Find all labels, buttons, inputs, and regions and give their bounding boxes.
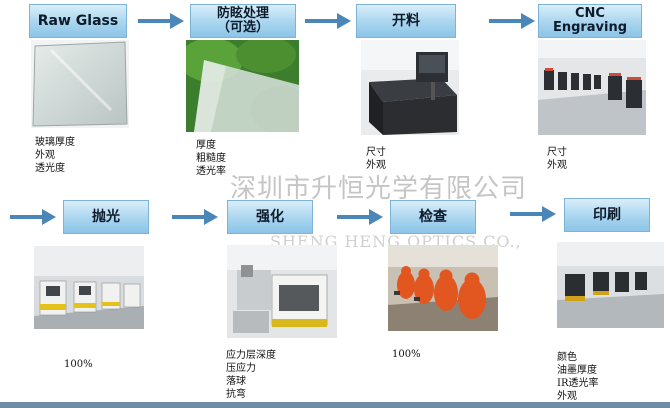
- step-antiglare-header: 防眩处理 （可选）: [190, 4, 296, 38]
- step-polishing-title: 抛光: [92, 208, 120, 225]
- step-raw-glass-title: Raw Glass: [37, 12, 119, 29]
- step-strengthening-header: 强化: [227, 200, 313, 234]
- step-raw-glass-header: Raw Glass: [29, 4, 127, 38]
- step-cnc-notes: 尺寸 外观: [547, 146, 567, 172]
- note-item: IR透光率: [557, 378, 599, 389]
- step-cnc-header: CNC Engraving: [538, 4, 642, 38]
- step-inspection-header: 检查: [390, 200, 476, 234]
- raw-glass-photo: [31, 40, 129, 128]
- step-antiglare-title: 防眩处理: [216, 6, 269, 22]
- step-printing-title: 印刷: [593, 206, 621, 223]
- arrow-right-icon: [337, 209, 383, 225]
- note-item: 落球: [226, 376, 246, 387]
- arrow-right-icon: [172, 209, 218, 225]
- arrow-right-icon: [138, 13, 184, 29]
- note-item: 粗糙度: [196, 153, 226, 164]
- step-strengthening-notes: 应力层深度 压应力 落球 抗弯: [226, 349, 276, 401]
- note-item: 应力层深度: [226, 350, 276, 361]
- step-cnc-title: CNC: [575, 6, 605, 22]
- arrow-right-icon: [489, 13, 535, 29]
- strengthening-furnace-photo: [227, 245, 337, 338]
- note-item: 厚度: [196, 140, 216, 151]
- note-item: 尺寸: [547, 147, 567, 158]
- inspection-room-photo: [388, 245, 498, 331]
- note-item: 透光度: [35, 163, 65, 174]
- arrow-right-icon: [510, 206, 556, 222]
- polishing-machines-photo: [34, 246, 144, 329]
- step-raw-glass-notes: 玻璃厚度 外观 透光度: [35, 136, 75, 175]
- arrow-right-icon: [305, 13, 351, 29]
- note-item: 透光率: [196, 166, 226, 177]
- step-cutting-title: 开料: [392, 12, 420, 29]
- arrow-right-icon: [10, 209, 56, 225]
- step-antiglare-subtitle: （可选）: [216, 20, 269, 35]
- note-item: 颜色: [557, 352, 577, 363]
- note-item: 油墨厚度: [557, 365, 597, 376]
- step-inspection-notes: 100%: [392, 348, 421, 361]
- note-item: 外观: [35, 150, 55, 161]
- note-item: 玻璃厚度: [35, 137, 75, 148]
- note-item: 压应力: [226, 363, 256, 374]
- step-cutting-notes: 尺寸 外观: [366, 146, 386, 172]
- step-printing-header: 印刷: [564, 198, 650, 232]
- note-item: 尺寸: [366, 147, 386, 158]
- step-antiglare-notes: 厚度 粗糙度 透光率: [196, 139, 226, 178]
- note-item: 外观: [557, 391, 577, 402]
- step-polishing-notes: 100%: [64, 358, 93, 371]
- company-watermark-cn: 深圳市升恒光学有限公司: [230, 174, 528, 204]
- note-item: 抗弯: [226, 389, 246, 400]
- step-inspection-title: 检查: [419, 208, 447, 225]
- note-item: 100%: [392, 349, 421, 360]
- note-item: 100%: [64, 359, 93, 370]
- bottom-divider: [0, 402, 670, 408]
- cnc-workshop-photo: [538, 40, 646, 135]
- cutting-machine-photo: [361, 40, 459, 135]
- step-strengthening-title: 强化: [256, 208, 284, 225]
- note-item: 外观: [547, 160, 567, 171]
- step-printing-notes: 颜色 油墨厚度 IR透光率 外观: [557, 351, 598, 403]
- step-cutting-header: 开料: [356, 4, 456, 38]
- note-item: 外观: [366, 160, 386, 171]
- printing-workshop-photo: [557, 242, 664, 328]
- step-polishing-header: 抛光: [63, 200, 149, 234]
- antiglare-photo: [186, 40, 299, 132]
- step-cnc-subtitle: Engraving: [552, 20, 628, 35]
